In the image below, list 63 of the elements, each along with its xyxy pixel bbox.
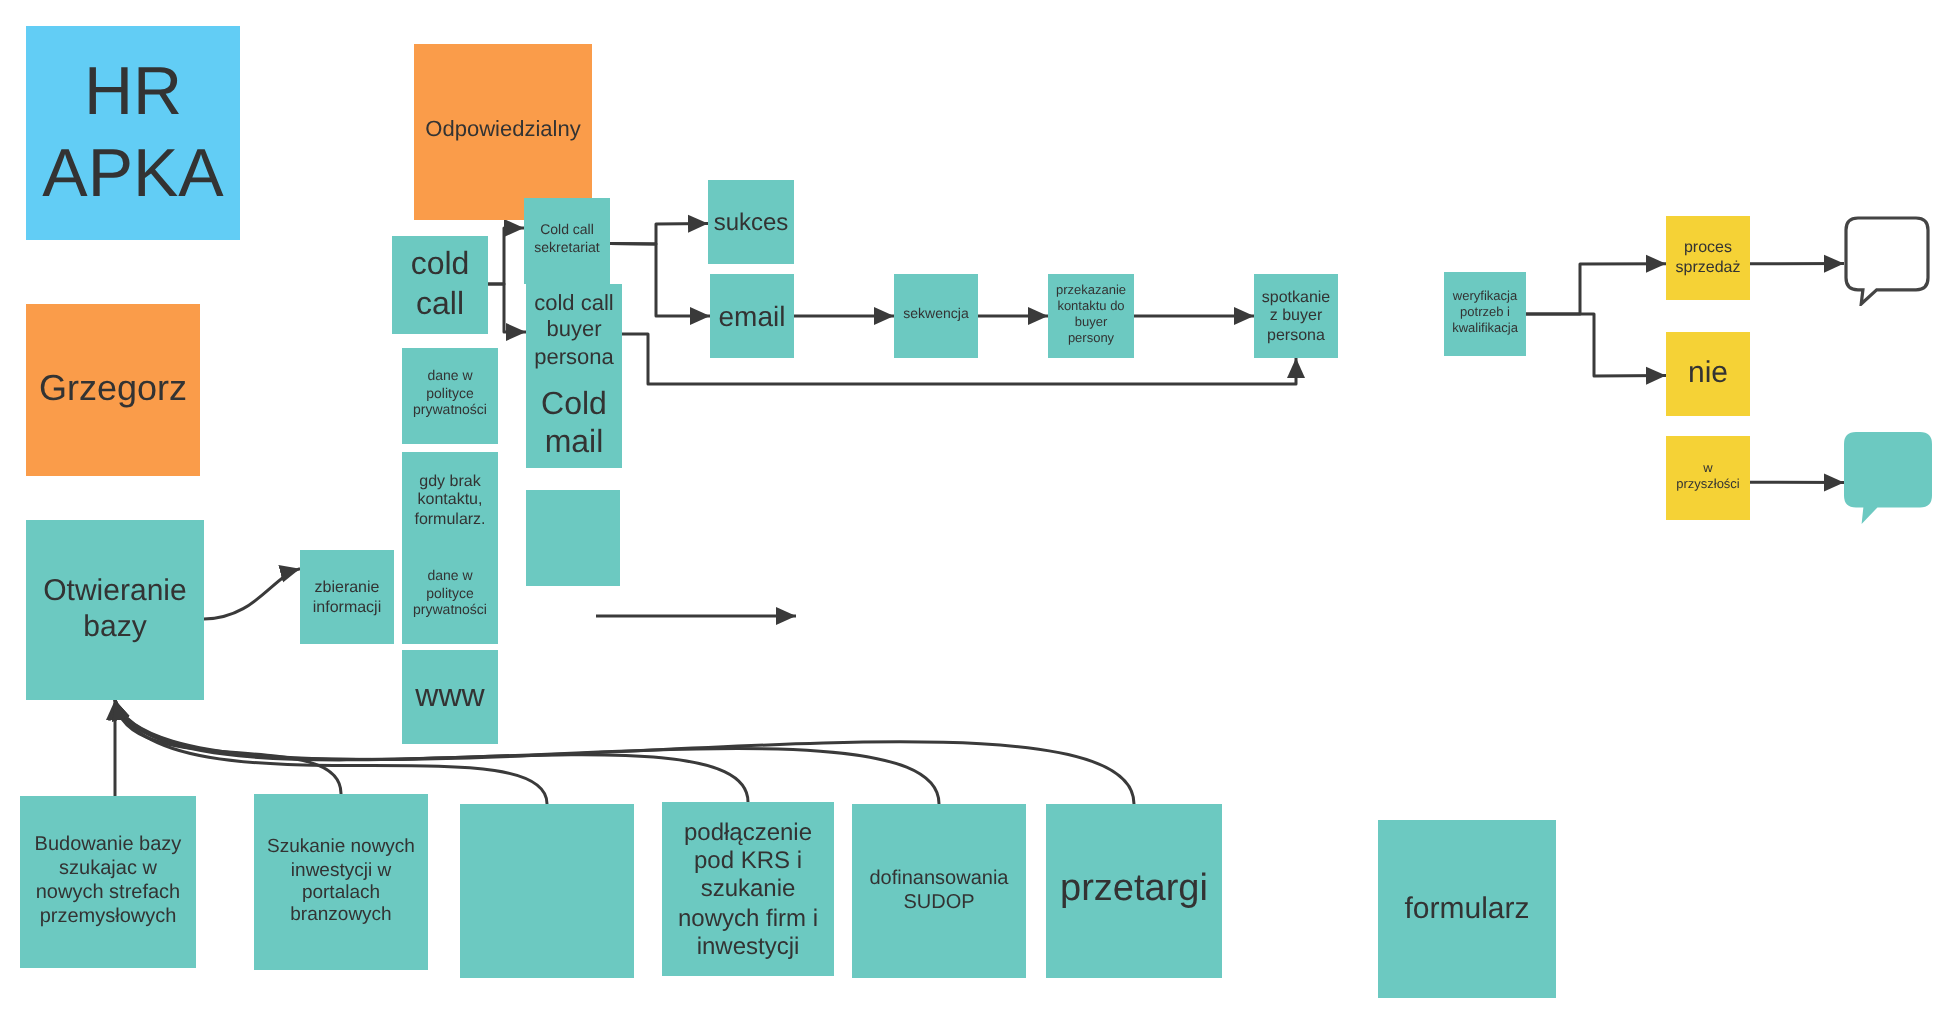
speech-bubble <box>1844 432 1932 524</box>
note-text: Grzegorz <box>38 368 188 412</box>
sticky-note <box>26 304 200 476</box>
sticky-note <box>894 274 978 358</box>
note-text: formularz <box>1404 891 1530 927</box>
arrow <box>1134 307 1254 325</box>
arrow <box>488 282 526 341</box>
sticky-note <box>402 650 498 744</box>
sticky-note <box>1444 272 1526 356</box>
note-text: Odpowiedzialny <box>425 118 581 146</box>
sticky-note <box>526 380 622 468</box>
sticky-note <box>300 550 394 644</box>
note-text: spotkanie z buyer persona <box>1259 287 1333 345</box>
note-text: zbieranie informacji <box>310 577 384 617</box>
sticky-note <box>526 490 620 586</box>
sticky-note <box>402 452 498 548</box>
sticky-note <box>710 274 794 358</box>
note-text: Budowanie bazy szukajac w nowych strefach przemysłowych <box>32 834 184 930</box>
sticky-note <box>26 520 204 700</box>
arrow <box>794 307 894 325</box>
sticky-note <box>1046 804 1222 978</box>
note-text: dofinansowania SUDOP <box>867 867 1011 915</box>
sticky-note <box>1666 436 1750 520</box>
arrow <box>113 699 343 795</box>
arrow <box>113 698 1136 805</box>
arrow <box>203 567 301 621</box>
sticky-note <box>1378 820 1556 998</box>
note-text: gdy brak kontaktu, formularz. <box>412 471 488 529</box>
sticky-note <box>402 548 498 644</box>
note-text: przetargi <box>1060 868 1208 914</box>
arrow <box>1526 312 1666 385</box>
arrow <box>622 332 1305 386</box>
note-text: sukces <box>713 207 789 237</box>
note-text: cold call buyer persona <box>532 292 616 372</box>
note-text: www <box>415 677 485 717</box>
sticky-note <box>524 198 610 284</box>
arrow <box>610 242 710 325</box>
sticky-note <box>1666 216 1750 300</box>
note-text: proces sprzedaż <box>1673 238 1743 278</box>
sticky-note <box>1254 274 1338 358</box>
sticky-note <box>392 236 488 334</box>
sticky-note <box>402 348 498 444</box>
note-text: Szukanie nowych inwestycji w portalach branzowych <box>265 836 417 928</box>
sticky-note <box>414 44 592 220</box>
sticky-note <box>662 802 834 976</box>
sticky-note <box>708 180 794 264</box>
sticky-note <box>1666 332 1750 416</box>
sticky-note <box>460 804 634 978</box>
note-text: Cold mail <box>539 385 609 463</box>
arrow <box>978 307 1048 325</box>
note-text: podłączenie pod KRS i szukanie nowych firm i inwestycji <box>675 817 820 961</box>
note-text: HR APKA <box>40 51 226 215</box>
arrow <box>1750 473 1844 492</box>
note-text: email <box>718 299 786 333</box>
note-text: nie <box>1687 356 1729 392</box>
sticky-note <box>852 804 1026 978</box>
sticky-note <box>26 26 240 240</box>
arrow <box>1750 254 1844 273</box>
note-text: cold call <box>408 246 472 324</box>
sticky-note <box>20 796 196 968</box>
speech-bubble <box>1844 216 1930 306</box>
note-text: Otwieranie bazy <box>41 574 189 646</box>
sticky-note <box>254 794 428 970</box>
